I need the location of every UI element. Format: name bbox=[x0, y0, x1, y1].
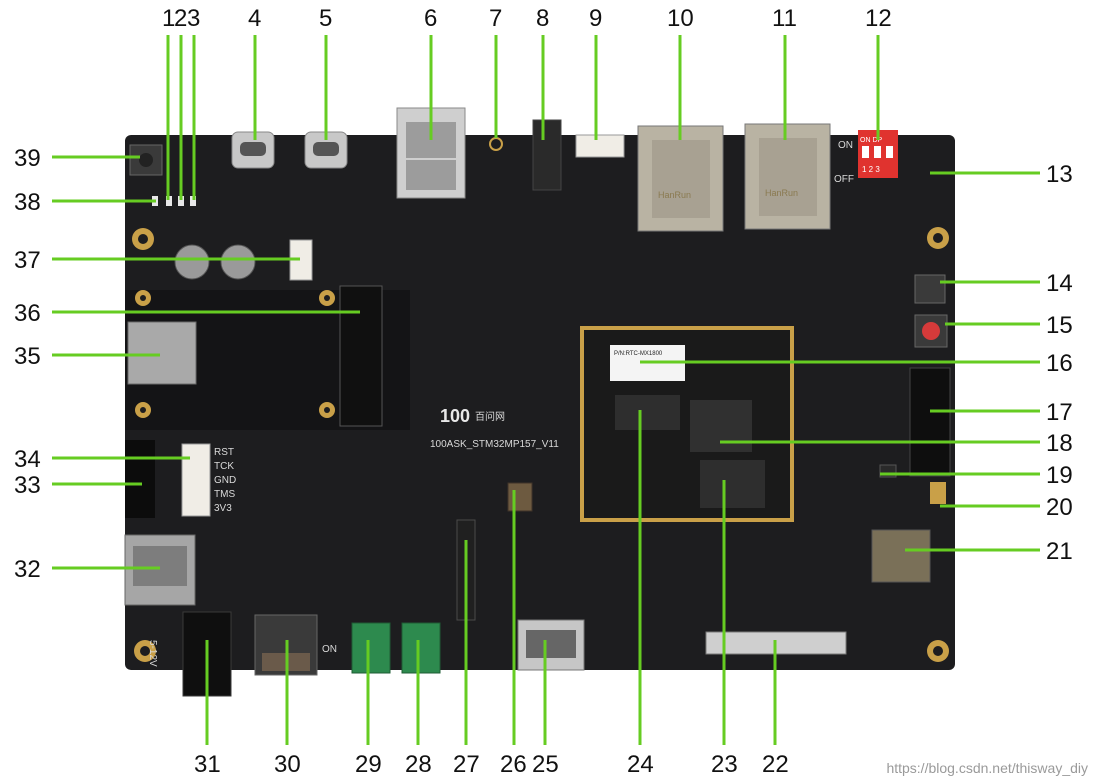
label-27: 27 bbox=[453, 751, 480, 778]
label-19: 19 bbox=[1046, 462, 1073, 489]
gpio-header-17 bbox=[909, 367, 951, 477]
number-labels: 1 2 3 4 5 6 7 8 9 10 11 12 13 14 15 16 1… bbox=[14, 5, 1073, 778]
label-38: 38 bbox=[14, 189, 41, 216]
svg-text:100: 100 bbox=[440, 406, 470, 426]
label-17: 17 bbox=[1046, 399, 1073, 426]
rj45-10: HanRun bbox=[637, 125, 724, 232]
ddr-chip-24 bbox=[615, 395, 680, 430]
label-14: 14 bbox=[1046, 270, 1073, 297]
label-29: 29 bbox=[355, 751, 382, 778]
label-39: 39 bbox=[14, 145, 41, 172]
label-11: 11 bbox=[772, 5, 797, 32]
cpu-18 bbox=[690, 400, 752, 452]
label-12: 12 bbox=[865, 5, 892, 32]
m2-slot-36 bbox=[339, 285, 383, 427]
emmc-23 bbox=[700, 460, 765, 508]
cap-left-2 bbox=[220, 244, 256, 280]
label-15: 15 bbox=[1046, 312, 1073, 339]
cap-left-1 bbox=[174, 244, 210, 280]
sim-slot-35 bbox=[127, 321, 197, 385]
svg-text:ON: ON bbox=[322, 644, 337, 655]
label-5: 5 bbox=[319, 5, 332, 32]
camera-26 bbox=[507, 482, 533, 512]
svg-text:百问网: 百问网 bbox=[475, 410, 505, 423]
label-3: 3 bbox=[187, 5, 200, 32]
label-26: 26 bbox=[500, 751, 527, 778]
svg-text:5-12V: 5-12V bbox=[147, 640, 158, 667]
label-4: 4 bbox=[248, 5, 261, 32]
svg-text:TCK: TCK bbox=[214, 461, 234, 472]
label-31: 31 bbox=[194, 751, 221, 778]
svg-text:OFF: OFF bbox=[834, 174, 854, 185]
svg-text:HanRun: HanRun bbox=[658, 190, 691, 200]
svg-text:100ASK_STM32MP157_V11: 100ASK_STM32MP157_V11 bbox=[430, 439, 559, 450]
svg-text:ON: ON bbox=[838, 140, 853, 151]
svg-text:TMS: TMS bbox=[214, 489, 235, 500]
audio-jack-8 bbox=[532, 119, 562, 191]
label-28: 28 bbox=[405, 751, 432, 778]
rj45-11: HanRun bbox=[744, 123, 831, 230]
label-2: 2 bbox=[174, 5, 187, 32]
label-25: 25 bbox=[532, 751, 559, 778]
svg-text:1 2 3: 1 2 3 bbox=[862, 165, 880, 174]
crystal-20 bbox=[930, 482, 946, 504]
label-22: 22 bbox=[762, 751, 789, 778]
user-button-14 bbox=[914, 274, 946, 304]
svg-text:3V3: 3V3 bbox=[214, 503, 232, 514]
mounting-holes bbox=[132, 227, 949, 662]
label-18: 18 bbox=[1046, 430, 1073, 457]
label-7: 7 bbox=[489, 5, 502, 32]
label-23: 23 bbox=[711, 751, 738, 778]
svg-text:RST: RST bbox=[214, 447, 234, 458]
label-6: 6 bbox=[424, 5, 437, 32]
label-21: 21 bbox=[1046, 538, 1073, 565]
label-13: 13 bbox=[1046, 161, 1073, 188]
label-37: 37 bbox=[14, 247, 41, 274]
label-9: 9 bbox=[589, 5, 602, 32]
svg-text:HanRun: HanRun bbox=[765, 188, 798, 198]
label-16: 16 bbox=[1046, 350, 1073, 377]
label-34: 34 bbox=[14, 446, 41, 473]
label-36: 36 bbox=[14, 300, 41, 327]
label-24: 24 bbox=[627, 751, 654, 778]
leader-lines bbox=[52, 35, 1040, 745]
label-35: 35 bbox=[14, 343, 41, 370]
svg-text:P/N:RTC-MX1800: P/N:RTC-MX1800 bbox=[614, 351, 663, 357]
dip-switch-12: ON DP 1 2 3 ON OFF bbox=[834, 130, 898, 185]
wifi-chip-21 bbox=[871, 529, 931, 583]
terminal-28 bbox=[401, 622, 441, 674]
label-1: 1 bbox=[162, 5, 175, 32]
label-10: 10 bbox=[667, 5, 694, 32]
label-8: 8 bbox=[536, 5, 549, 32]
label-20: 20 bbox=[1046, 494, 1073, 521]
svg-text:ON DP: ON DP bbox=[860, 137, 883, 144]
jtag-header-33-34: RST TCK GND TMS 3V3 bbox=[125, 440, 236, 518]
label-32: 32 bbox=[14, 556, 41, 583]
label-33: 33 bbox=[14, 472, 41, 499]
svg-text:GND: GND bbox=[214, 475, 236, 486]
som-module: P/N:RTC-MX1800 bbox=[580, 326, 794, 522]
label-30: 30 bbox=[274, 751, 301, 778]
uart-header-9 bbox=[575, 134, 625, 158]
pcb-board bbox=[125, 135, 955, 670]
terminal-29 bbox=[351, 622, 391, 674]
watermark: https://blog.csdn.net/thisway_diy bbox=[886, 760, 1088, 776]
